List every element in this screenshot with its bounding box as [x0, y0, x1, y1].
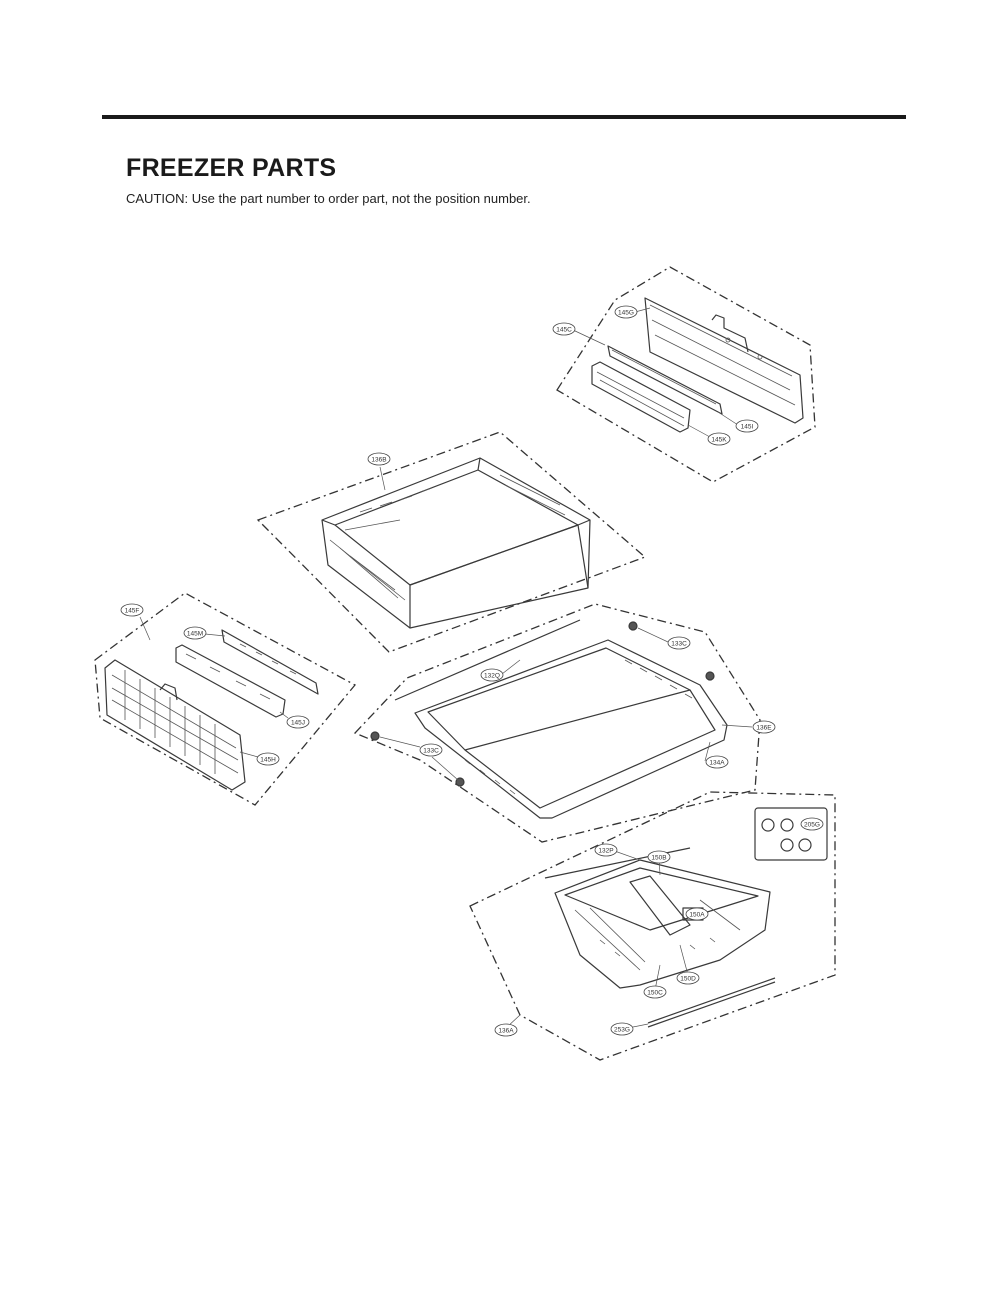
- zone-lower-basket: [469, 791, 836, 1061]
- callout-label: 136B: [371, 457, 386, 464]
- leader-lines: [139, 307, 753, 1029]
- callout-label: 145J: [291, 720, 305, 727]
- zone-upper-drawer: [256, 431, 647, 653]
- callout-145G: 145G: [614, 305, 638, 319]
- callout-145I: 145I: [735, 419, 759, 433]
- callout-label: 134A: [709, 760, 725, 767]
- callout-label: 136A: [498, 1028, 514, 1035]
- callout-205G: 205G: [800, 817, 824, 831]
- zone-rail-assembly: [556, 266, 816, 483]
- callout-label: 253G: [614, 1027, 630, 1034]
- callout-label: 205G: [804, 822, 820, 829]
- callout-label: 145M: [187, 631, 203, 638]
- callout-132Q: 132Q: [480, 668, 504, 682]
- callout-136B: 136B: [367, 452, 391, 466]
- callout-label: 145G: [618, 310, 634, 317]
- callout-150D: 150D: [676, 971, 700, 985]
- callout-label: 132Q: [484, 673, 500, 680]
- callout-label: 136E: [756, 725, 772, 732]
- callout-label: 145C: [556, 327, 572, 334]
- callout-253G: 253G: [610, 1022, 634, 1036]
- callout-145H: 145H: [256, 752, 280, 766]
- callout-136A: 136A: [494, 1023, 518, 1037]
- callout-133C-bottom: 133C: [419, 743, 443, 757]
- callout-145J: 145J: [286, 715, 310, 729]
- callout-label: 150A: [689, 912, 705, 919]
- zone-middle-shelf: [353, 603, 761, 843]
- callout-145M: 145M: [183, 626, 207, 640]
- callout-145C: 145C: [552, 322, 576, 336]
- callout-label: 150C: [647, 990, 663, 997]
- callout-label: 145F: [125, 608, 140, 615]
- callout-label: 145K: [711, 437, 727, 444]
- page-title: FREEZER PARTS: [126, 154, 337, 182]
- callout-label: 145I: [741, 424, 754, 431]
- callout-150C: 150C: [643, 985, 667, 999]
- callout-150B: 150B: [647, 850, 671, 864]
- callout-label: 150B: [651, 855, 666, 862]
- callout-label: 133C: [671, 641, 687, 648]
- header-rule: [102, 115, 906, 119]
- zone-left-cover: [94, 592, 357, 806]
- callout-150A: 150A: [685, 907, 709, 921]
- callout-133C-top: 133C: [667, 636, 691, 650]
- caution-note: CAUTION: Use the part number to order pa…: [126, 191, 531, 206]
- callout-132P: 132P: [594, 843, 618, 857]
- callout-136E: 136E: [752, 720, 776, 734]
- callout-label: 133C: [423, 748, 439, 755]
- callout-145F: 145F: [120, 603, 144, 617]
- callout-145K: 145K: [707, 432, 731, 446]
- callout-label: 132P: [598, 848, 613, 855]
- callout-134A: 134A: [705, 755, 729, 769]
- callout-label: 150D: [680, 976, 696, 983]
- callout-label: 145H: [260, 757, 276, 764]
